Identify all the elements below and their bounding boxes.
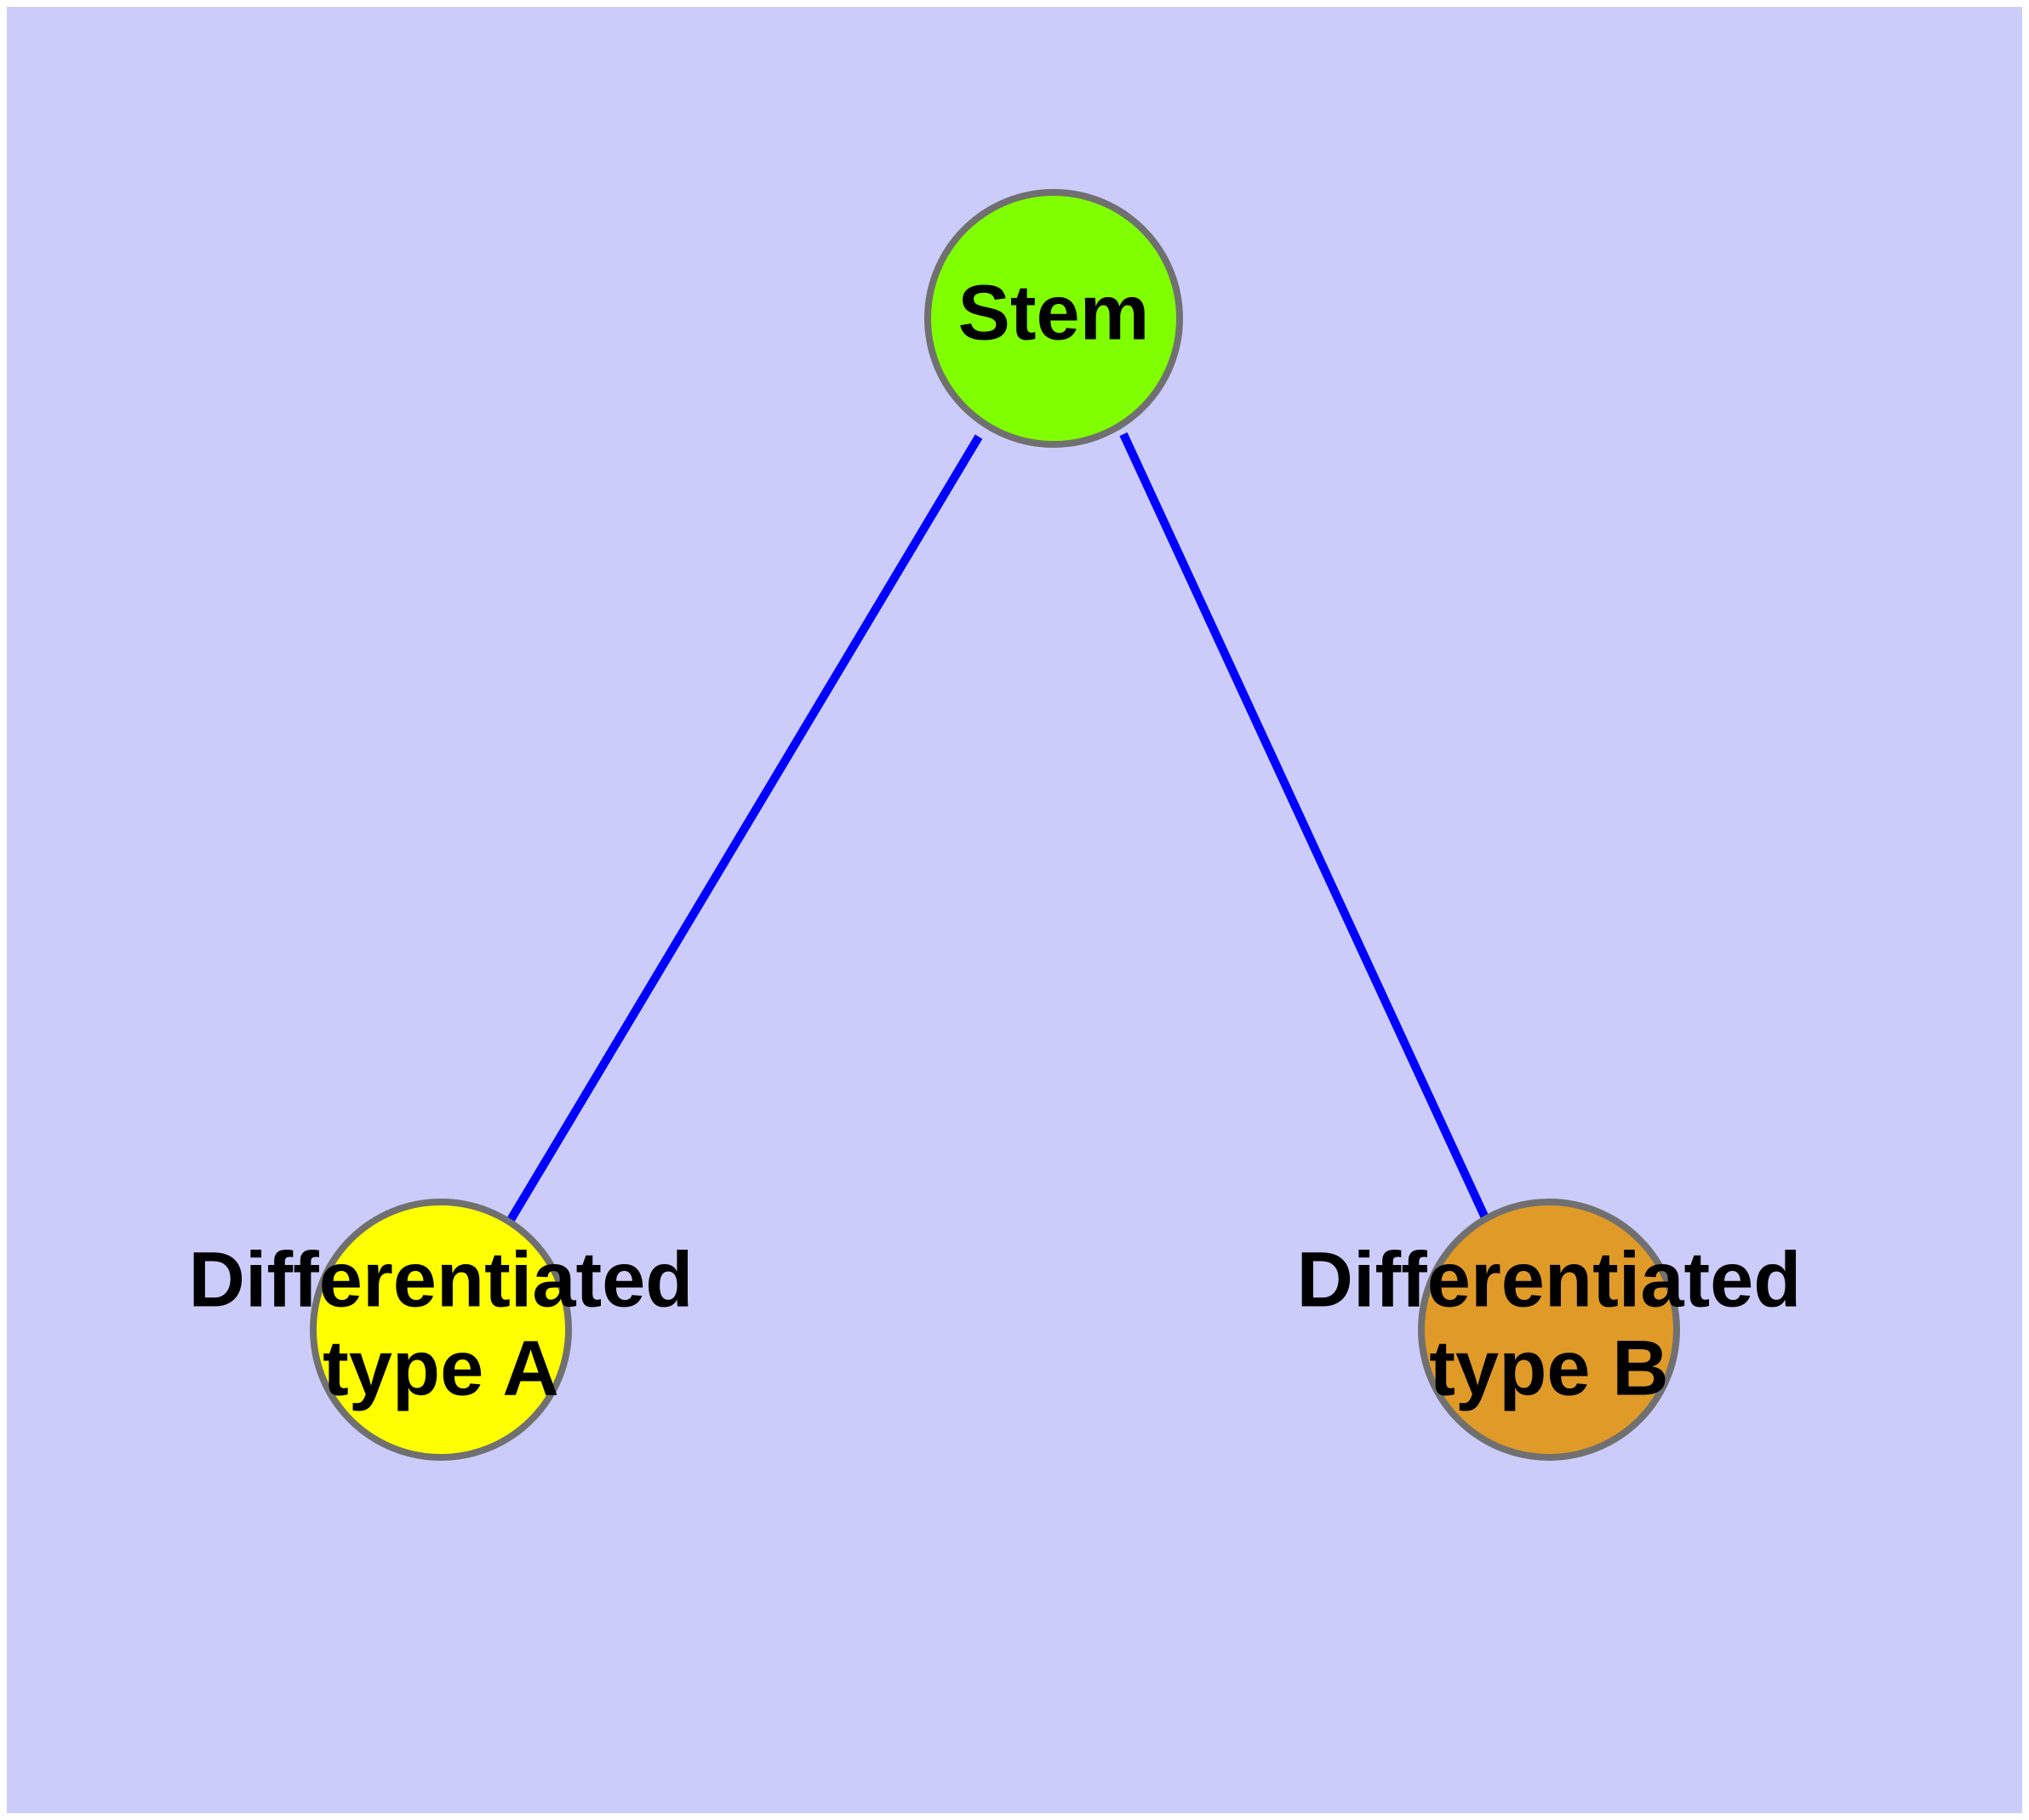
node-stem-label: Stem: [958, 269, 1150, 356]
node-differentiated-type-b-label-line2: type B: [1429, 1325, 1668, 1411]
node-differentiated-type-b[interactable]: [1418, 1199, 1680, 1461]
node-differentiated-type-a-circle[interactable]: [310, 1199, 572, 1461]
node-layer: [310, 189, 1680, 1461]
edge-stem-to-differentiated-b[interactable]: [1119, 432, 1492, 1226]
node-differentiated-type-a[interactable]: [310, 1199, 572, 1461]
label-layer: Stem Differentiated type A Differentiate…: [189, 269, 1802, 1411]
node-stem[interactable]: [924, 189, 1183, 448]
node-stem-circle[interactable]: [924, 189, 1183, 448]
node-differentiated-type-a-label-line2: type A: [323, 1325, 559, 1411]
edge-layer: [506, 432, 1492, 1226]
node-differentiated-type-a-label-line1: Differentiated: [189, 1236, 694, 1323]
node-differentiated-type-b-circle[interactable]: [1418, 1199, 1680, 1461]
node-differentiated-type-b-label-line1: Differentiated: [1297, 1236, 1802, 1323]
edge-stem-to-differentiated-a[interactable]: [506, 434, 983, 1222]
